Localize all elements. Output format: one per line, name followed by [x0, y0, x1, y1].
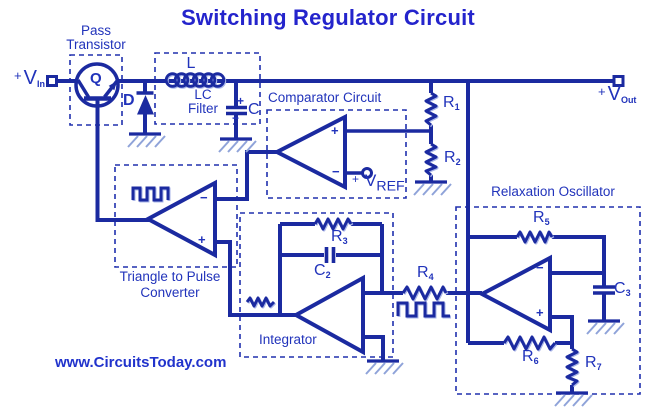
oscillator-plus-sign: + [536, 305, 544, 320]
converter-minus-sign: − [200, 190, 208, 205]
r6-label: R6 [522, 348, 539, 366]
vout-label: +VOut [598, 83, 637, 105]
integrator-opamp [291, 274, 365, 356]
ground-icon [412, 180, 453, 197]
diode-symbol [136, 91, 154, 115]
c2-plates [324, 247, 336, 263]
page-title: Switching Regulator Circuit [181, 5, 475, 30]
block-boxes [69, 52, 641, 395]
comparator-output-wire [215, 150, 277, 201]
ground-icon [585, 319, 626, 336]
ground-icon [364, 359, 405, 376]
collector-arrow [108, 81, 117, 91]
converter-title-2: Converter [140, 285, 200, 300]
integrator-output-wire [215, 240, 296, 317]
integrator-ground-stub [363, 335, 385, 361]
pass-transistor-label-1: Pass [80, 23, 112, 38]
converter-opamp [143, 179, 217, 259]
inductor-coil [164, 72, 226, 88]
lc-filter-box [154, 52, 261, 125]
oscillator-minus-sign: − [536, 260, 544, 275]
comparator-minus-sign: − [332, 164, 340, 179]
r5-label: R5 [533, 209, 550, 227]
integrator-feedback-wire [278, 224, 384, 315]
inductor-l-label: L [186, 55, 196, 72]
lc-filter-label-2: Filter [188, 101, 218, 116]
r1-zigzag [424, 91, 438, 127]
wires [56, 79, 617, 393]
emitter-lead [76, 79, 90, 98]
oscillator-opamp [477, 254, 552, 334]
vout-terminal [612, 75, 625, 87]
r3-label: R3 [331, 228, 348, 246]
cap-c-label: C [248, 101, 260, 118]
filter-cap-plates [226, 105, 247, 116]
r6-zigzag [502, 335, 557, 351]
pass-transistor-label-2: Transistor [66, 37, 126, 52]
integrator-input-zigzag [245, 296, 276, 308]
diode-d-label: D [123, 92, 135, 109]
vin-label: +VIn [14, 67, 45, 89]
r4-label: R4 [417, 264, 434, 282]
r3-zigzag [313, 217, 353, 231]
r5-wire [469, 235, 606, 287]
ground-icon [553, 391, 594, 408]
c3-wire [550, 271, 606, 321]
resistors [245, 91, 579, 387]
cap-minus-sign: − [232, 111, 240, 125]
ground-icon [126, 132, 167, 149]
lc-filter-label-1: LC [194, 87, 212, 102]
converter-plus-sign: + [198, 232, 206, 247]
diode-triangle [137, 95, 154, 115]
integrator-title: Integrator [259, 332, 317, 347]
c3-label: C3 [614, 280, 631, 298]
r2-zigzag [424, 142, 438, 177]
vref-label: +VREF [352, 171, 405, 195]
vref-terminal [361, 167, 373, 179]
transistor-internals [76, 79, 119, 101]
r7-zigzag [565, 347, 579, 387]
comparator-plus-sign: + [331, 123, 339, 138]
comparator-opamp [272, 113, 347, 191]
c3-plates [593, 285, 615, 295]
watermark: www.CircuitsToday.com [55, 354, 227, 371]
r1-label: R1 [443, 94, 460, 112]
converter-title-1: Triangle to Pulse [119, 269, 221, 284]
square-wave-icon [396, 301, 450, 318]
integrator-box [239, 212, 394, 358]
comparator-title: Comparator Circuit [268, 90, 382, 105]
r4-zigzag [401, 285, 448, 301]
r2-label: R2 [444, 149, 461, 167]
r5-zigzag [515, 230, 554, 244]
base-wire [95, 98, 150, 222]
square-wave-icon [131, 186, 170, 202]
oscillator-title: Relaxation Oscillator [491, 184, 615, 199]
vin-terminal [46, 75, 58, 87]
transistor-q-label: Q [90, 70, 102, 87]
r7-label: R7 [585, 354, 602, 372]
cap-plus-sign: + [237, 94, 245, 108]
oscillator-box [455, 206, 641, 395]
c2-label: C2 [314, 262, 331, 280]
converter-box [114, 164, 238, 268]
